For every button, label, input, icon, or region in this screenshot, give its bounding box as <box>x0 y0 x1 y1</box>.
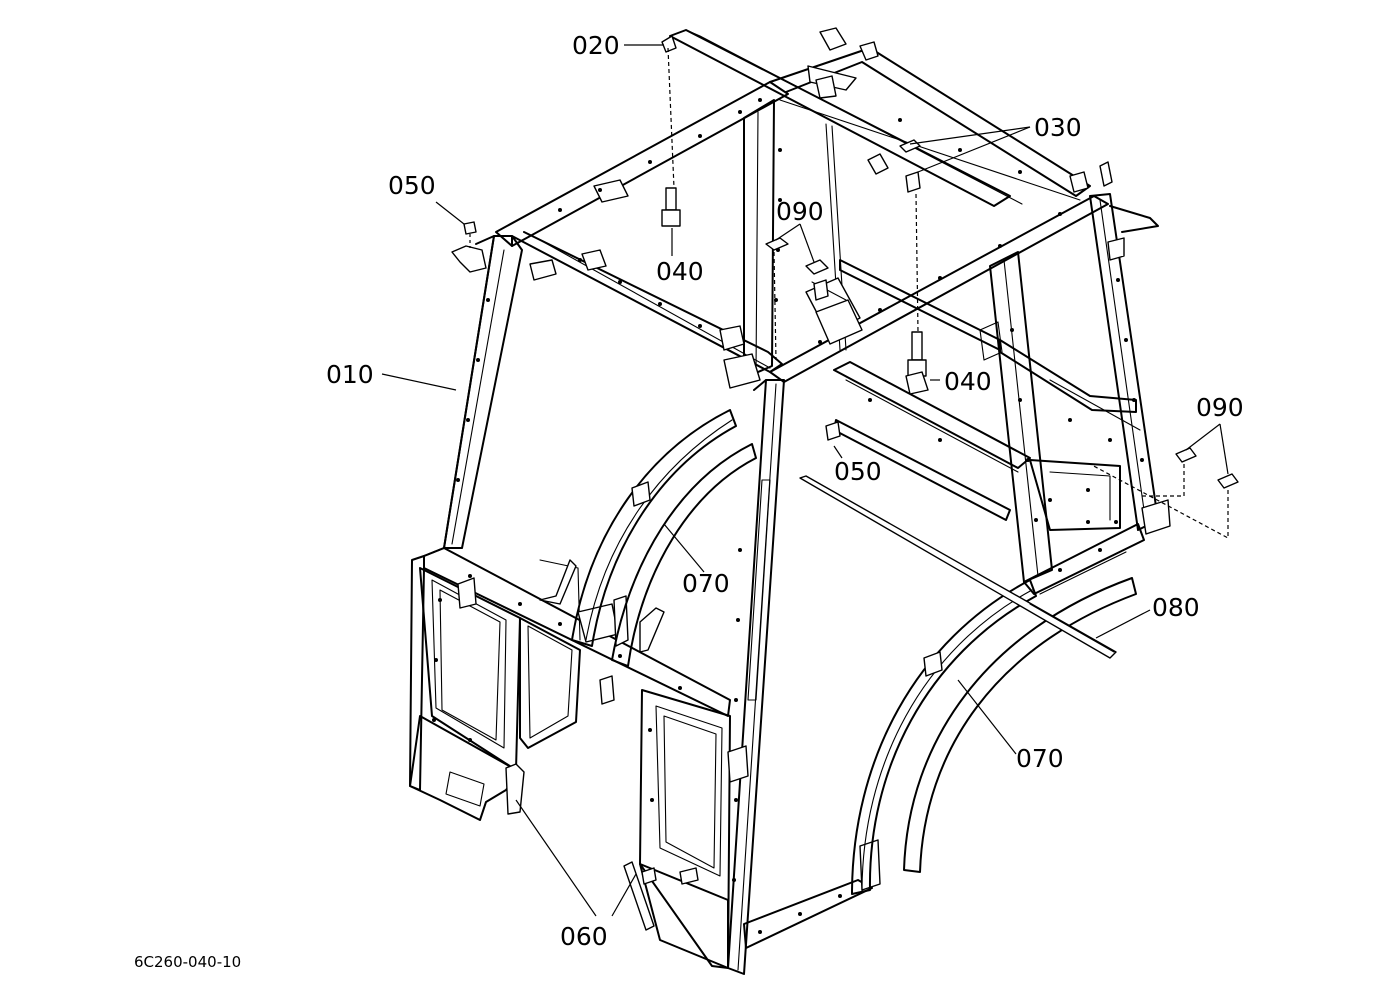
callout-020: 020 <box>572 31 620 60</box>
callout-070-right: 070 <box>1016 744 1064 773</box>
inner-lower-panel <box>519 559 581 749</box>
leader-lines <box>381 44 1229 917</box>
floor-rail-right <box>743 523 1145 949</box>
part-040-bolt-upper <box>661 187 681 227</box>
callout-070-left: 070 <box>682 569 730 598</box>
part-060-strips <box>505 763 655 931</box>
part-020-bracket <box>661 35 677 53</box>
part-070-fender-left <box>571 409 757 667</box>
part-090-pads-right <box>1175 447 1239 489</box>
cab-frame <box>409 27 1171 975</box>
callout-090-right: 090 <box>1196 393 1244 422</box>
left-front-pillar <box>423 235 523 557</box>
callout-090-upper: 090 <box>776 197 824 226</box>
part-040-bolt-lower <box>905 331 929 395</box>
callout-050-upper: 050 <box>388 171 436 200</box>
drawing-number: 6C260-040-10 <box>134 953 241 971</box>
rear-left-pillar <box>743 99 775 379</box>
right-mid-pillar <box>989 251 1053 583</box>
right-door-lower-frame <box>639 689 731 969</box>
part-070-fender-right <box>851 577 1137 895</box>
callout-040-upper: 040 <box>656 257 704 286</box>
part-030-clamps <box>867 139 921 193</box>
callout-030: 030 <box>1034 113 1082 142</box>
part-080-strip <box>799 475 1117 659</box>
part-050-nut-upper <box>451 221 487 273</box>
part-090-pads-upper <box>765 237 829 275</box>
part-050-nut-lower <box>825 421 841 441</box>
center-bracket <box>805 277 863 345</box>
rear-lower-sill <box>999 339 1141 531</box>
callout-labels: 020 030 050 040 090 010 040 090 050 070 … <box>326 31 1244 951</box>
callout-050-lower: 050 <box>834 457 882 486</box>
callout-010: 010 <box>326 360 374 389</box>
callout-040-lower: 040 <box>944 367 992 396</box>
fixing-holes <box>432 98 1144 934</box>
callout-060: 060 <box>560 922 608 951</box>
callout-080: 080 <box>1152 593 1200 622</box>
